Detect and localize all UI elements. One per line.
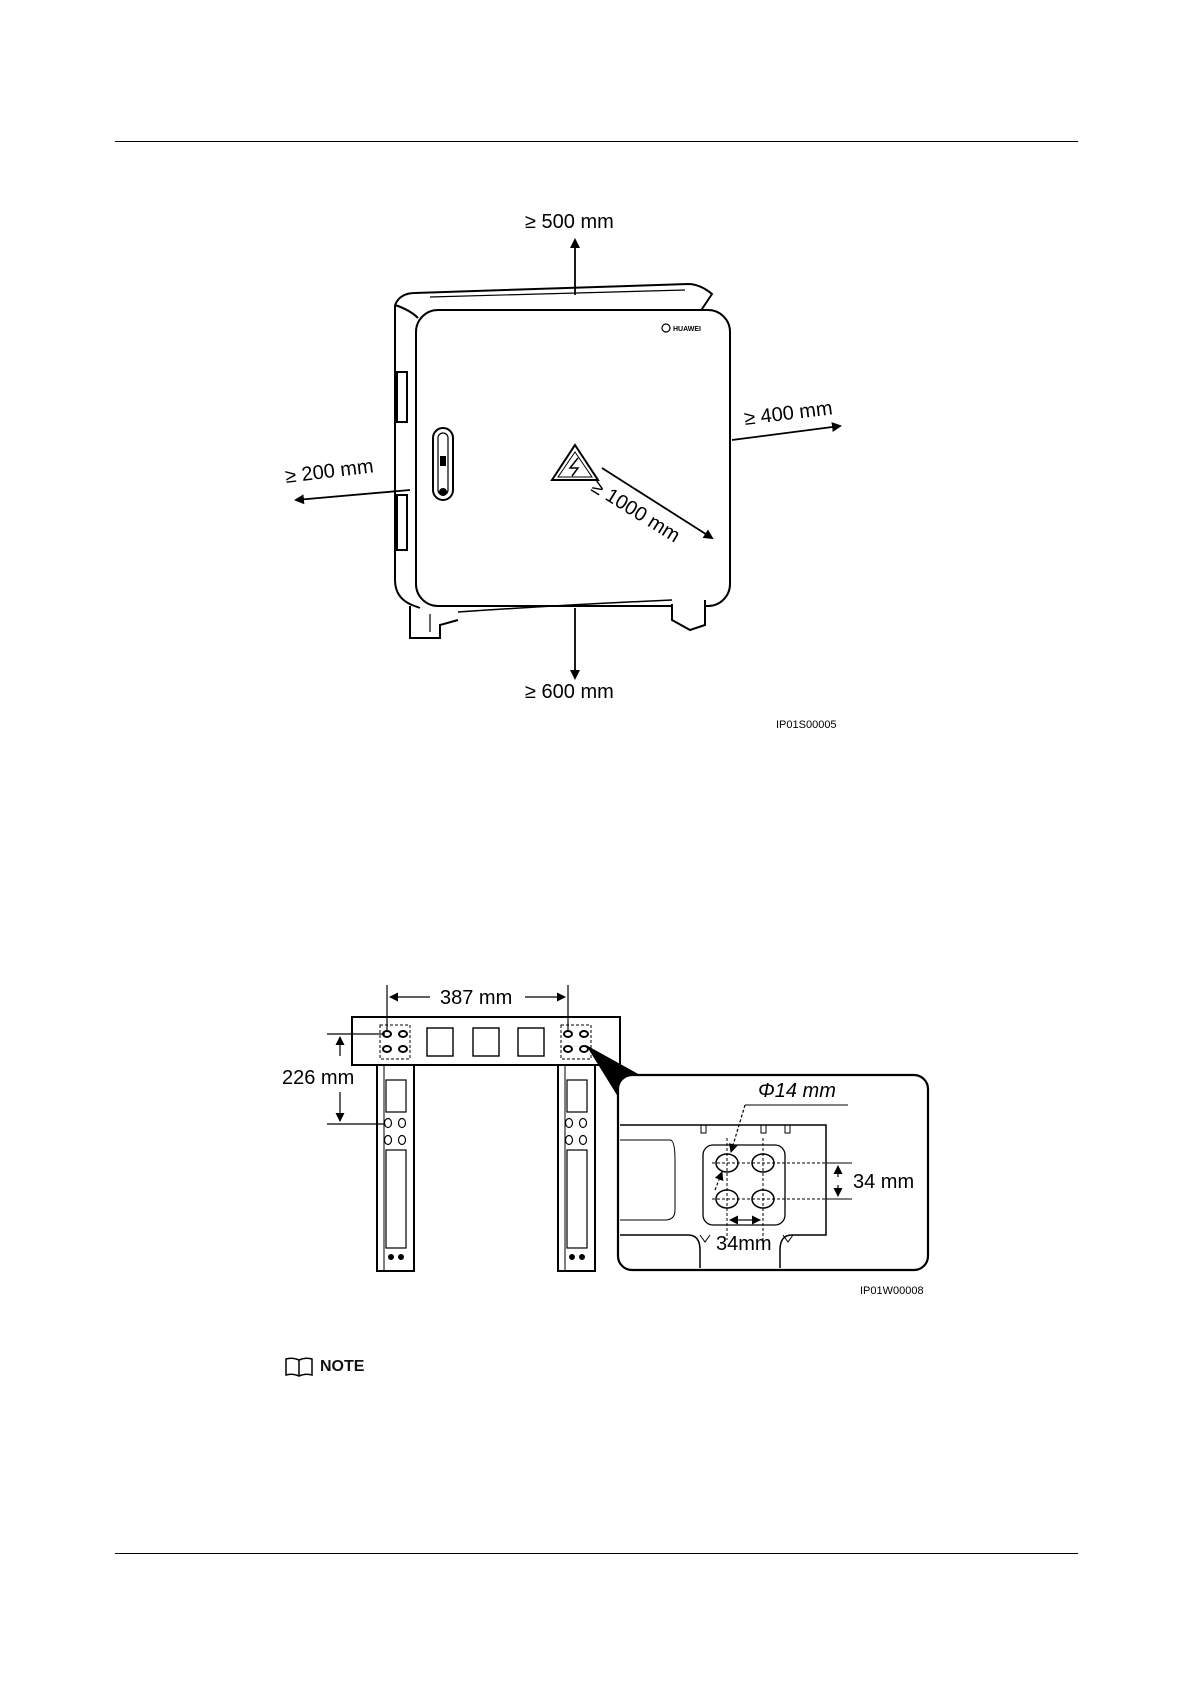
footer-rule bbox=[115, 1553, 1078, 1554]
figure-code: IP01W00008 bbox=[860, 1285, 924, 1297]
book-icon bbox=[284, 1356, 314, 1378]
dim-hole-label: Φ14 mm bbox=[758, 1080, 836, 1102]
dim-width-label: 387 mm bbox=[440, 987, 512, 1009]
detail-view: Φ14 mm 34 mm 34mm bbox=[618, 1075, 928, 1270]
note-block: NOTE bbox=[284, 1356, 364, 1378]
dim-horizontal-label: 34mm bbox=[716, 1233, 772, 1255]
dim-height-label: 226 mm bbox=[282, 1067, 354, 1089]
bracket-figure: 387 mm 226 mm bbox=[0, 0, 1192, 1320]
mounting-bracket bbox=[352, 1017, 620, 1271]
dim-vertical-label: 34 mm bbox=[853, 1171, 914, 1193]
note-label: NOTE bbox=[320, 1358, 364, 1376]
